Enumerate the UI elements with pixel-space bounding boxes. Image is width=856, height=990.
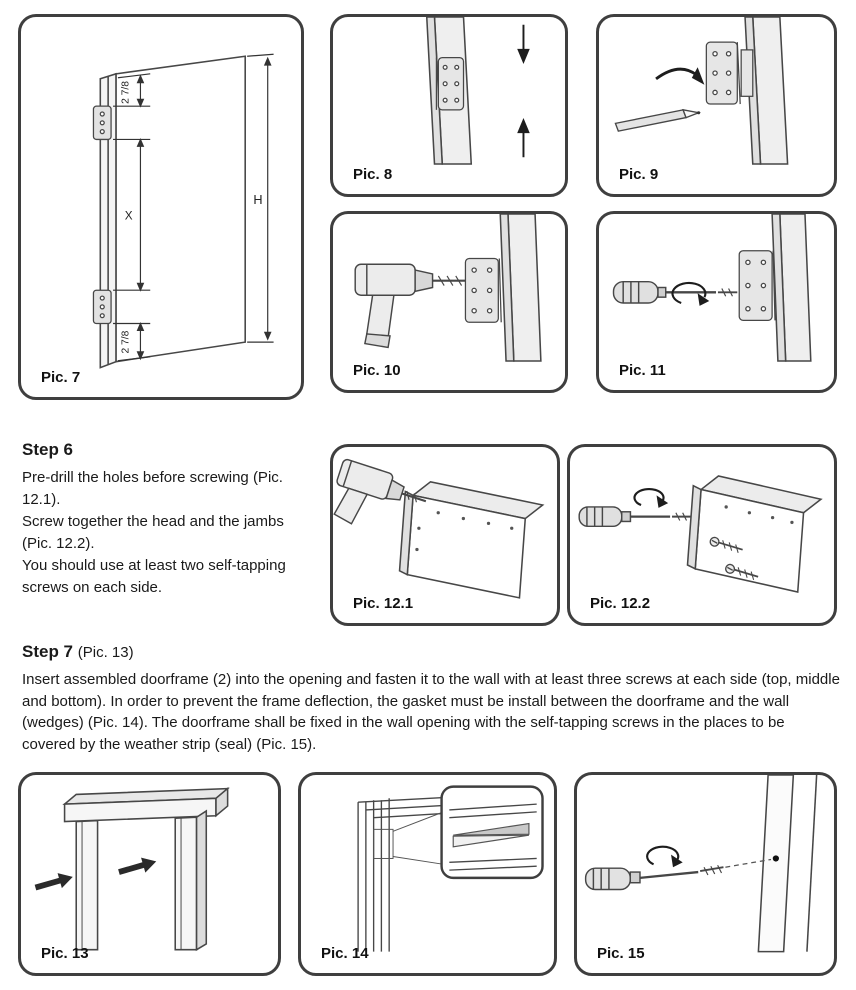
figure-pic8: Pic. 8: [330, 14, 568, 197]
door-slab-diagram: 2 7/8 X 2 7/8 H: [92, 53, 274, 369]
screwdriver-icon: [584, 867, 699, 891]
fix-to-wall-diagram: [584, 775, 818, 953]
hinge-icon: [464, 257, 502, 323]
dimension-label-middle: X: [125, 210, 133, 223]
jamb-hinge-diagram: [425, 17, 530, 165]
figure-pic7: 2 7/8 X 2 7/8 H Pic. 7: [18, 14, 304, 400]
direction-arrows: [517, 24, 530, 158]
dimension-lines: [113, 53, 274, 362]
figure-caption: Pic. 15: [597, 945, 645, 962]
step6-line: (Pic. 12.2).: [22, 535, 95, 552]
hinge-icon: [705, 41, 754, 105]
figure-pic12-2: Pic. 12.2: [567, 444, 837, 626]
screw-hinge-diagram: [612, 214, 812, 362]
figure-caption: Pic. 11: [619, 362, 666, 379]
dimension-label-top: 2 7/8: [121, 81, 132, 104]
step7-heading: Step 7 (Pic. 13): [22, 642, 840, 662]
step7-heading-note: (Pic. 13): [77, 644, 134, 661]
figure-pic14: Pic. 14: [298, 772, 557, 976]
dimension-label-height: H: [253, 192, 262, 207]
predrill-frame-diagram: [333, 458, 545, 599]
figure-caption: Pic. 12.2: [590, 595, 651, 612]
figure-caption: Pic. 13: [41, 945, 89, 962]
hinge-icon: [738, 250, 776, 322]
screw-point: [772, 855, 779, 862]
figure-pic9: Pic. 9: [596, 14, 837, 197]
screw-icon: [725, 563, 759, 581]
wedge-icon: [452, 822, 530, 848]
figure-pic10: Pic. 10: [330, 211, 568, 393]
step7-heading-label: Step 7: [22, 642, 74, 661]
figure-pic12-1: Pic. 12.1: [330, 444, 560, 626]
figure-caption: Pic. 8: [353, 166, 393, 183]
hinge-icon: [92, 105, 112, 325]
wedge-gasket-diagram: [357, 785, 544, 952]
figure-caption: Pic. 9: [619, 166, 659, 183]
drill-hinge-diagram: [354, 214, 542, 362]
rotate-arrow-icon: [655, 67, 705, 85]
doorframe-insert-diagram: [34, 786, 230, 952]
hinge-icon: [435, 56, 465, 111]
step7-section: Step 7 (Pic. 13) Insert assembled doorfr…: [22, 642, 840, 755]
screw-frame-diagram: [578, 475, 823, 594]
drill-icon: [354, 263, 466, 349]
figure-pic15: Pic. 15: [574, 772, 837, 976]
dimension-label-bottom: 2 7/8: [121, 330, 132, 353]
step6-line: Screw together the head and the jambs: [22, 513, 284, 530]
step6-line: You should use at least two self-tapping: [22, 557, 286, 574]
figure-pic13: Pic. 13: [18, 772, 281, 976]
step6-section: Step 6 Pre-drill the holes before screwi…: [22, 440, 322, 599]
rotate-arrow-icon: [671, 281, 710, 306]
pilot-holes: [415, 511, 514, 552]
figure-pic11: Pic. 11: [596, 211, 837, 393]
push-arrow-icon: [34, 857, 157, 891]
figure-caption: Pic. 12.1: [353, 595, 414, 612]
screw-icon: [717, 288, 738, 297]
drill-icon: [333, 458, 427, 525]
alignment-dashed-line: [725, 858, 772, 868]
screwdriver-icon: [578, 506, 692, 528]
figure-caption: Pic. 10: [353, 362, 401, 379]
mark-holes-diagram: [614, 17, 789, 165]
screwdriver-icon: [612, 280, 717, 304]
figure-caption: Pic. 14: [321, 945, 369, 962]
pilot-holes: [724, 505, 794, 525]
screw-icon: [700, 865, 724, 876]
step6-heading: Step 6: [22, 440, 74, 459]
step6-line: screws on each side.: [22, 579, 163, 596]
rotate-arrow-icon: [646, 845, 683, 868]
screw-icon: [709, 536, 743, 553]
magnifier-inset: [440, 785, 544, 880]
figure-caption: Pic. 7: [41, 369, 81, 386]
step6-line: Pre-drill the holes before screwing (Pic…: [22, 469, 283, 508]
step7-body: Insert assembled doorframe (2) into the …: [22, 671, 840, 753]
pencil-icon: [614, 108, 702, 132]
rotate-arrow-icon: [633, 487, 669, 508]
